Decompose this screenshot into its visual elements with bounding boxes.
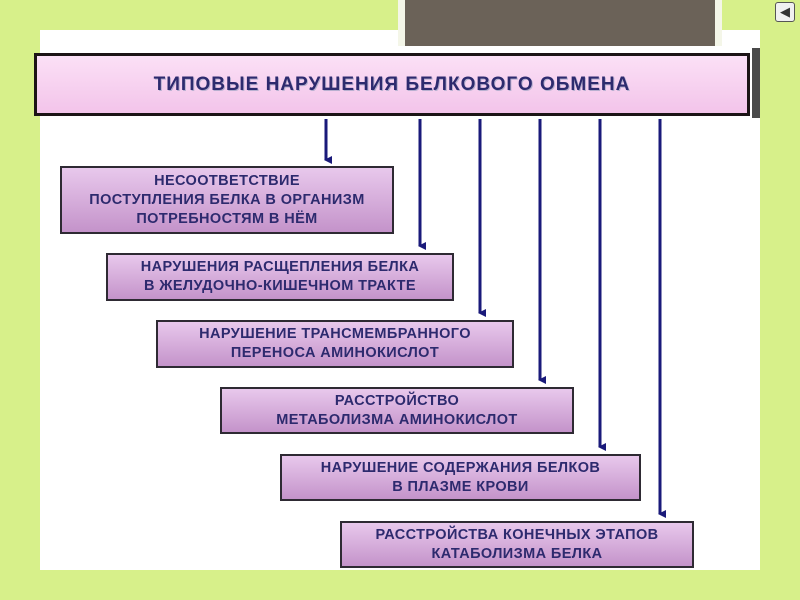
speaker-nav-icon[interactable]: ◀ — [775, 2, 795, 22]
box-label-4: РАССТРОЙСТВО МЕТАБОЛИЗМА АМИНОКИСЛОТ — [276, 392, 518, 428]
box-protein-digestion: НАРУШЕНИЯ РАСЩЕПЛЕНИЯ БЕЛКА В ЖЕЛУДОЧНО-… — [106, 253, 454, 301]
box-label-6: РАССТРОЙСТВА КОНЕЧНЫХ ЭТАПОВ КАТАБОЛИЗМА… — [375, 526, 659, 562]
box-label-2: НАРУШЕНИЯ РАСЩЕПЛЕНИЯ БЕЛКА В ЖЕЛУДОЧНО-… — [140, 259, 420, 294]
diagram-title-box: ТИПОВЫЕ НАРУШЕНИЯ БЕЛКОВОГО ОБМЕНА — [34, 53, 750, 116]
box-label-1: НЕСООТВЕТСТВИЕ ПОСТУПЛЕНИЯ БЕЛКА В ОРГАН… — [89, 172, 365, 227]
header-band-edge-left — [398, 0, 405, 46]
box-protein-intake-mismatch: НЕСООТВЕТСТВИЕ ПОСТУПЛЕНИЯ БЕЛКА В ОРГАН… — [60, 166, 394, 234]
box-plasma-protein-content: НАРУШЕНИЕ СОДЕРЖАНИЯ БЕЛКОВ В ПЛАЗМЕ КРО… — [280, 454, 641, 501]
box-label-5: НАРУШЕНИЕ СОДЕРЖАНИЯ БЕЛКОВ В ПЛАЗМЕ КРО… — [320, 459, 601, 495]
header-band — [405, 0, 715, 46]
box-protein-catabolism: РАССТРОЙСТВА КОНЕЧНЫХ ЭТАПОВ КАТАБОЛИЗМА… — [340, 521, 694, 568]
title-shadow — [752, 48, 760, 118]
diagram-title: ТИПОВЫЕ НАРУШЕНИЯ БЕЛКОВОГО ОБМЕНА — [153, 73, 631, 95]
box-amino-acid-transport: НАРУШЕНИЕ ТРАНСМЕМБРАННОГО ПЕРЕНОСА АМИН… — [156, 320, 514, 368]
box-label-3: НАРУШЕНИЕ ТРАНСМЕМБРАННОГО ПЕРЕНОСА АМИН… — [199, 326, 471, 361]
header-band-edge-right — [715, 0, 722, 46]
box-amino-acid-metabolism: РАССТРОЙСТВО МЕТАБОЛИЗМА АМИНОКИСЛОТ — [220, 387, 574, 434]
